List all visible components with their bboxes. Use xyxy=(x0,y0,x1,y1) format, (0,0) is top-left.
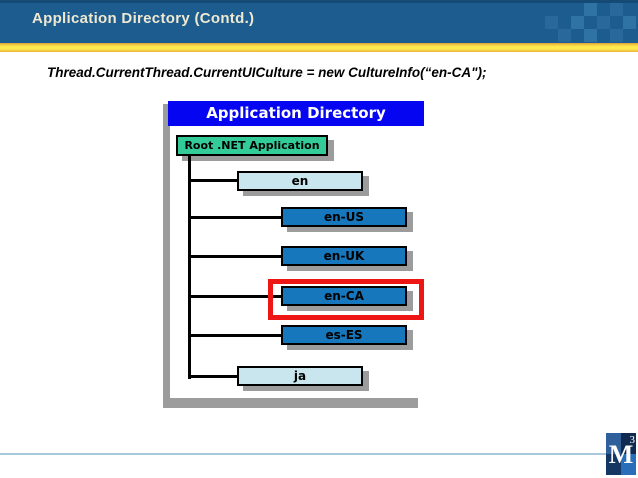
tree-node-es-es: es-ES xyxy=(281,325,407,345)
diagram-title: Application Directory xyxy=(168,101,424,126)
logo-quadrant xyxy=(606,433,621,454)
logo-letter: M xyxy=(608,440,634,469)
tree-node-label: en-CA xyxy=(324,289,364,303)
logo-superscript: 3 xyxy=(629,434,636,446)
tree-node-en-us: en-US xyxy=(281,207,407,227)
slide-title: Application Directory (Contd.) xyxy=(32,10,255,27)
tree-node-label: en xyxy=(291,174,309,188)
pattern-square xyxy=(597,16,610,29)
header-checker-pattern xyxy=(518,3,638,46)
tree-node-en-ca: en-CA xyxy=(281,286,407,306)
panel-shadow-left xyxy=(163,104,170,408)
pattern-square xyxy=(545,16,558,29)
pattern-square xyxy=(584,3,597,16)
tree-node-en: en xyxy=(237,171,363,191)
pattern-square xyxy=(623,16,636,29)
header-bar: Application Directory (Contd.) xyxy=(0,0,638,43)
tree-node-ja: ja xyxy=(237,366,363,386)
pattern-square xyxy=(610,29,623,42)
logo-quadrant xyxy=(621,454,636,475)
tree-trunk-line xyxy=(188,156,191,379)
pattern-square xyxy=(558,29,571,42)
accent-stripe xyxy=(0,43,638,52)
tree-connector-ja xyxy=(189,375,237,378)
tree-node-label: en-UK xyxy=(323,249,365,263)
pattern-square xyxy=(571,16,584,29)
panel-shadow-bottom xyxy=(163,398,418,408)
tree-node-en-uk: en-UK xyxy=(281,246,407,266)
tree-node-label: es-ES xyxy=(325,328,363,342)
tree-connector-en xyxy=(189,179,237,182)
tree-node-label: ja xyxy=(293,369,307,383)
code-statement: Thread.CurrentThread.CurrentUICulture = … xyxy=(47,65,487,80)
logo-quadrant xyxy=(606,454,621,475)
footer-rule xyxy=(0,453,608,455)
tree-node-label: en-US xyxy=(323,210,365,224)
tree-connector-en-ca xyxy=(189,295,281,298)
tree-connector-es-es xyxy=(189,334,281,337)
pattern-square xyxy=(610,3,623,16)
tree-connector-en-us xyxy=(189,216,281,219)
highlight-rectangle xyxy=(268,279,424,320)
root-node-label: Root .NET Application xyxy=(184,139,320,152)
pattern-square xyxy=(584,29,597,42)
m3-logo: M 3 xyxy=(606,433,636,475)
root-node: Root .NET Application xyxy=(176,135,328,156)
tree-connector-en-uk xyxy=(189,255,281,258)
logo-quadrant xyxy=(621,433,636,454)
